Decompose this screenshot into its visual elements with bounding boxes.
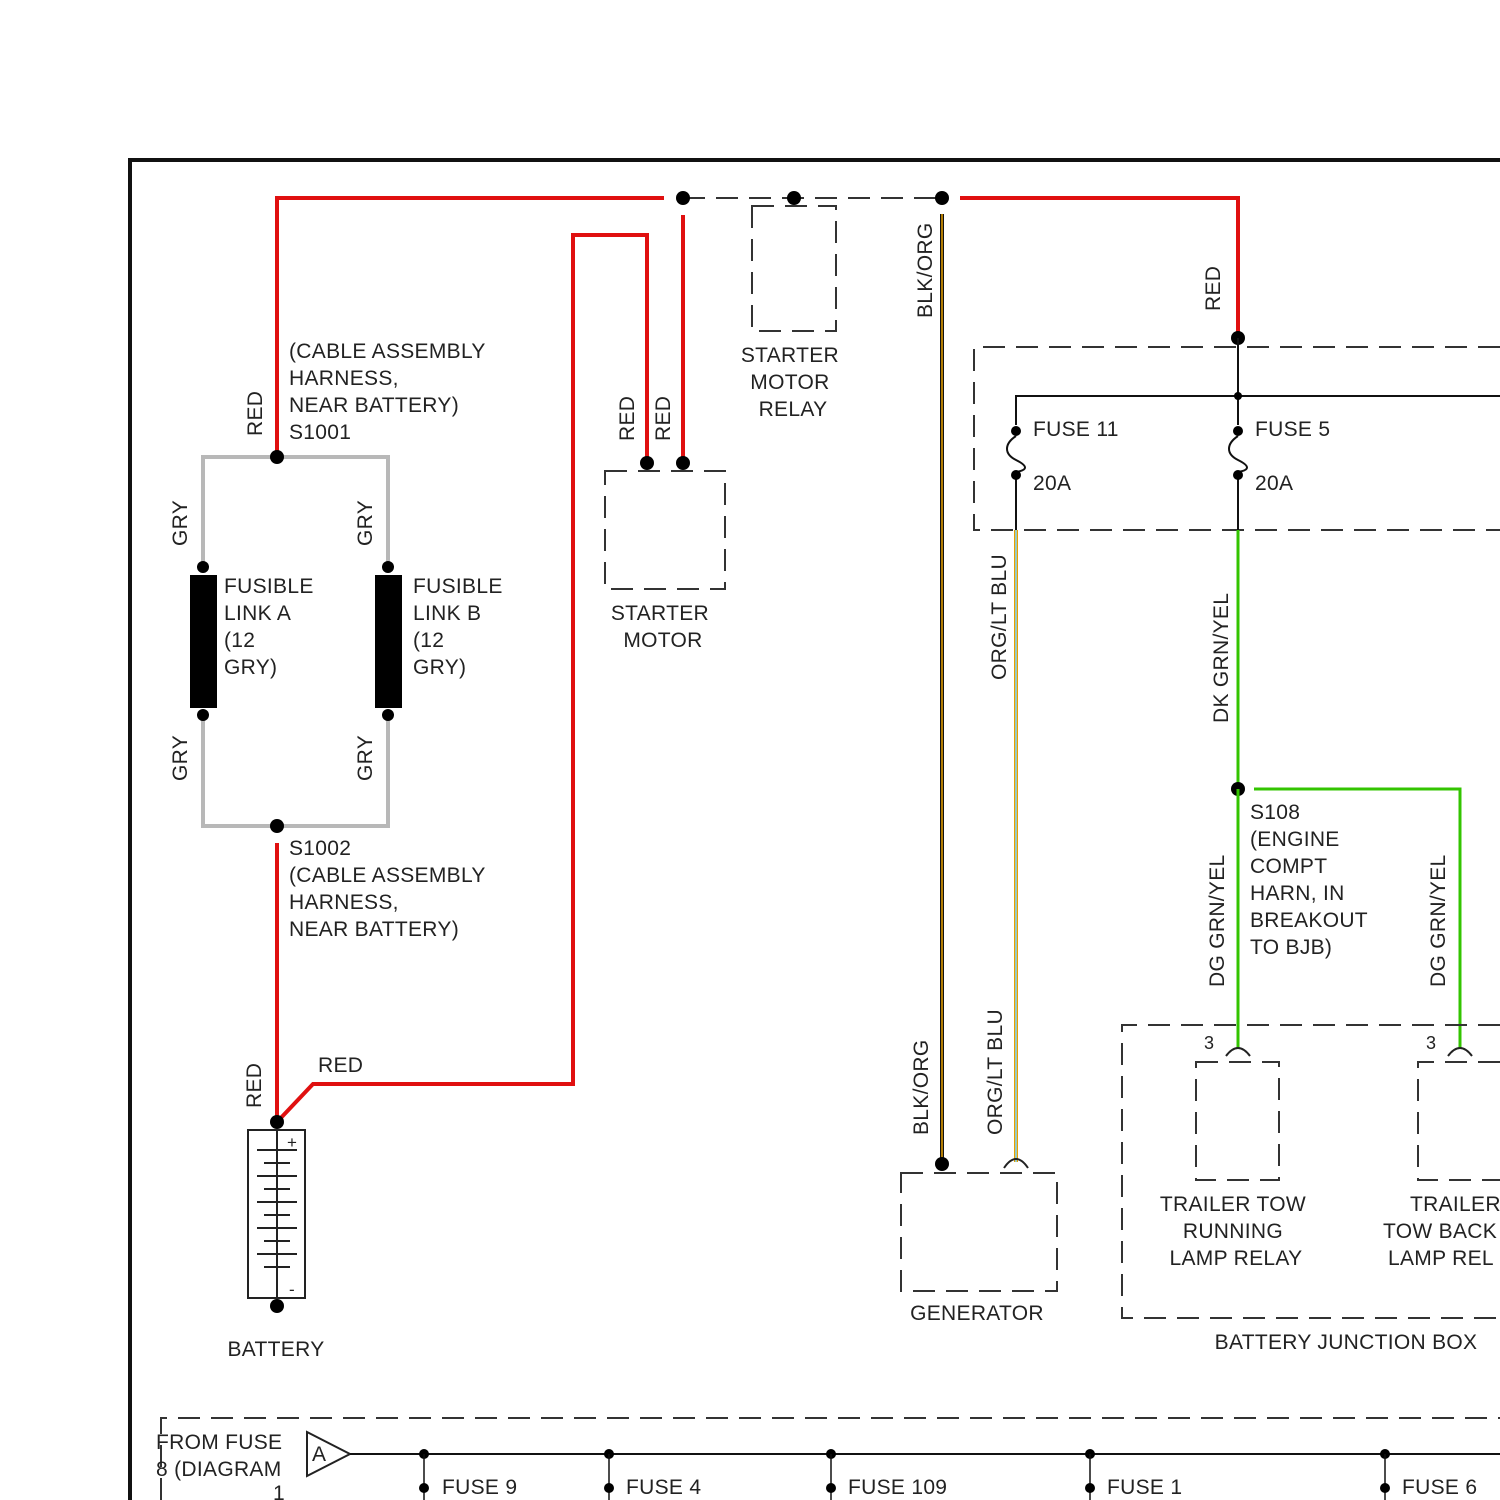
node-top-mid <box>787 191 801 205</box>
fuse-11-symbol <box>1007 425 1025 480</box>
wire-label-red-starter-2: RED <box>652 396 675 441</box>
wire-label-gry-b-bottom: GRY <box>354 735 377 781</box>
node-fuse-bus <box>1234 392 1242 400</box>
trailer-running-relay-box <box>1196 1062 1279 1180</box>
wire-label-blk-org-top: BLK/ORG <box>914 223 937 318</box>
svg-text:FUSE 9: FUSE 9 <box>442 1476 517 1499</box>
s108-label: S108 (ENGINE COMPT HARN, IN BREAKOUT TO … <box>1250 801 1374 959</box>
fuse-11-amp: 20A <box>1033 472 1071 495</box>
bottom-fuse-4: FUSE 4 <box>604 1449 701 1500</box>
bjb-label: BATTERY JUNCTION BOX <box>1215 1331 1478 1354</box>
svg-text:FUSE 109: FUSE 109 <box>848 1476 947 1499</box>
node-battery-negative <box>270 1299 284 1313</box>
wire-label-red-starter-1: RED <box>616 396 639 441</box>
starter-motor-label: STARTER MOTOR <box>611 602 715 652</box>
node-fusible-b-bottom <box>382 709 394 721</box>
bottom-fuse-6: FUSE 6 <box>1380 1449 1477 1500</box>
node-fusible-a-top <box>197 561 209 573</box>
wire-label-dg-grn-yel-left: DG GRN/YEL <box>1206 854 1229 987</box>
trailer-backup-relay-label: TRAILER TOW BACK LAMP REL <box>1383 1193 1500 1270</box>
generator-box <box>901 1173 1057 1291</box>
starter-motor-box <box>605 471 725 589</box>
pin-backup-label: 3 <box>1426 1033 1436 1053</box>
connector-backup <box>1448 1048 1472 1056</box>
fusible-link-a-label: FUSIBLE LINK A (12 GRY) <box>224 575 320 679</box>
node-generator <box>935 1157 949 1171</box>
trailer-backup-relay-box <box>1418 1062 1500 1180</box>
fuse-11-label: FUSE 11 <box>1033 418 1119 441</box>
battery-cells <box>257 1130 297 1298</box>
starter-motor-relay-label: STARTER MOTOR RELAY <box>741 344 845 421</box>
battery-minus: - <box>289 1280 295 1299</box>
node-s1001 <box>270 450 284 464</box>
trailer-running-relay-label: TRAILER TOW RUNNING LAMP RELAY <box>1160 1193 1312 1270</box>
wire-label-org-lt-blu-top: ORG/LT BLU <box>988 554 1011 680</box>
battery-plus: + <box>287 1133 297 1152</box>
s1001-label: (CABLE ASSEMBLY HARNESS, NEAR BATTERY) S… <box>289 340 491 444</box>
fuse-5-symbol <box>1229 425 1247 480</box>
node-top-left <box>676 191 690 205</box>
wire-label-dk-grn-yel: DK GRN/YEL <box>1210 593 1233 723</box>
node-starter-1 <box>640 456 654 470</box>
from-fuse-label: FROM FUSE 8 (DIAGRAM 1 <box>156 1431 289 1500</box>
wire-label-red-horizontal: RED <box>318 1054 363 1077</box>
fuse-5-label: FUSE 5 <box>1255 418 1330 441</box>
pin-running-label: 3 <box>1204 1033 1214 1053</box>
wire-label-red-fuse5: RED <box>1202 266 1225 311</box>
s1002-label: S1002 (CABLE ASSEMBLY HARNESS, NEAR BATT… <box>289 837 491 941</box>
svg-text:FUSE 4: FUSE 4 <box>626 1476 701 1499</box>
fuse-5-amp: 20A <box>1255 472 1293 495</box>
fusible-link-b <box>375 575 402 708</box>
wire-label-gry-a-top: GRY <box>169 500 192 546</box>
fusible-link-a <box>190 575 217 708</box>
wire-red-top-right <box>960 198 1238 338</box>
fusible-link-b-label: FUSIBLE LINK B (12 GRY) <box>413 575 509 679</box>
wire-label-blk-org-bottom: BLK/ORG <box>910 1040 933 1135</box>
svg-text:FUSE 1: FUSE 1 <box>1107 1476 1182 1499</box>
battery-label: BATTERY <box>227 1338 324 1361</box>
node-top-right <box>935 191 949 205</box>
battery-junction-box <box>1122 1025 1500 1318</box>
wire-label-red-s1001: RED <box>244 391 267 436</box>
starter-motor-relay-box <box>752 206 836 331</box>
wire-label-gry-a-bottom: GRY <box>169 735 192 781</box>
wire-label-org-lt-blu-bottom: ORG/LT BLU <box>984 1009 1007 1135</box>
connector-a-label: A <box>312 1443 326 1466</box>
generator-label: GENERATOR <box>910 1302 1044 1325</box>
node-s1002 <box>270 819 284 833</box>
wire-label-dg-grn-yel-right: DG GRN/YEL <box>1427 854 1450 987</box>
svg-text:FUSE 6: FUSE 6 <box>1402 1476 1477 1499</box>
node-fusible-b-top <box>382 561 394 573</box>
bottom-fuse-9: FUSE 9 <box>419 1449 517 1500</box>
bottom-fuse-1: FUSE 1 <box>1085 1449 1182 1500</box>
node-fusible-a-bottom <box>197 709 209 721</box>
bottom-fuse-109: FUSE 109 <box>826 1449 947 1500</box>
node-battery-positive <box>270 1115 284 1129</box>
node-starter-2 <box>676 456 690 470</box>
wire-label-red-battery: RED <box>243 1063 266 1108</box>
connector-running <box>1226 1048 1250 1056</box>
wire-label-gry-b-top: GRY <box>354 500 377 546</box>
